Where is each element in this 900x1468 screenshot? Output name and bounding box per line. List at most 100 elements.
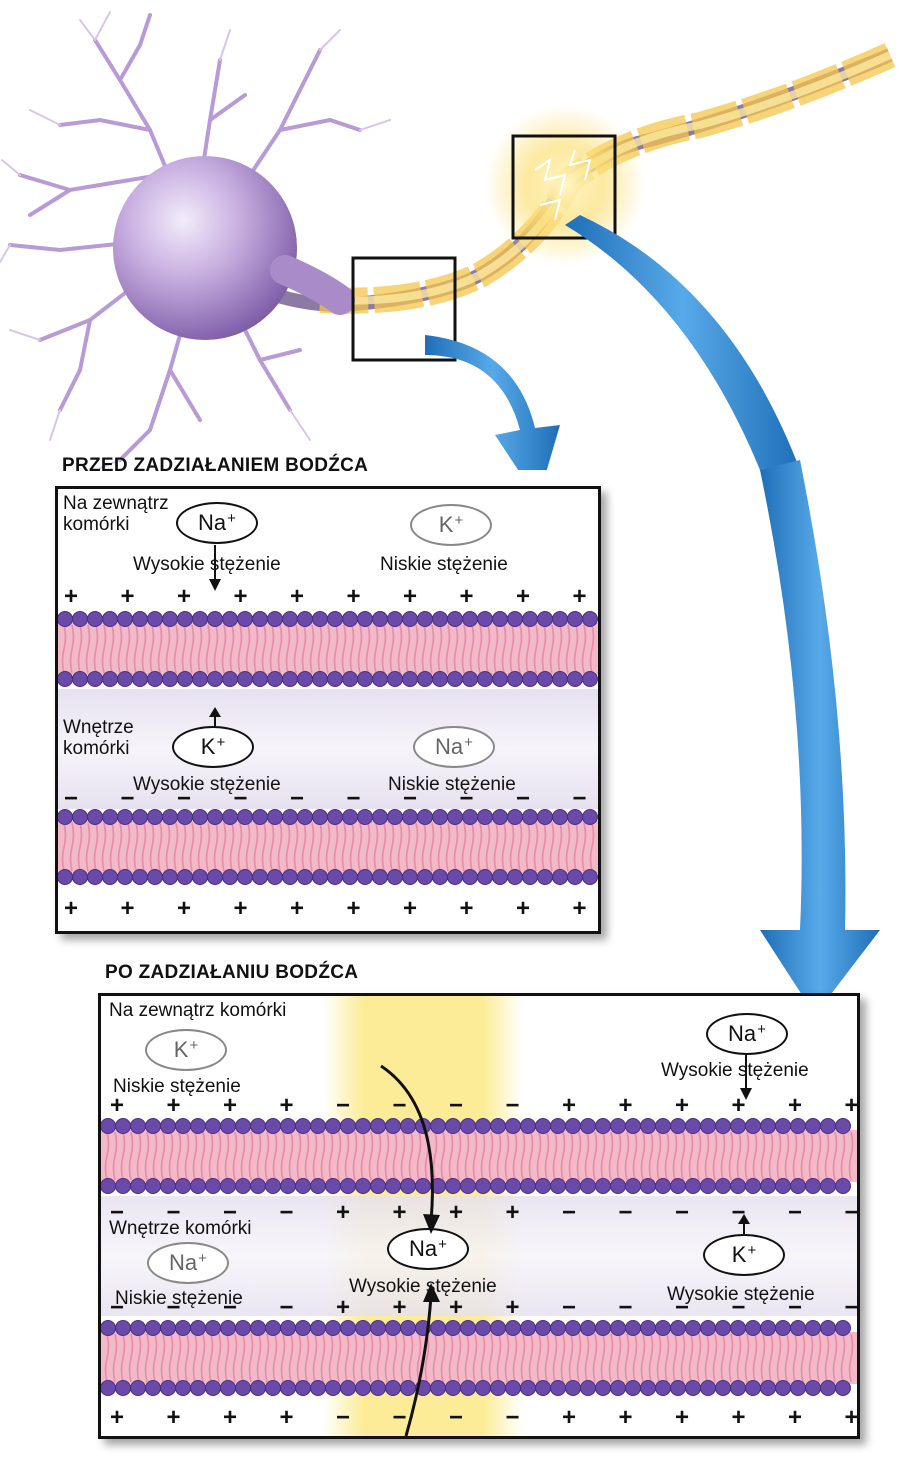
charge-sign: + bbox=[515, 895, 530, 922]
charge-sign: + bbox=[674, 1092, 689, 1119]
charge-sign: − bbox=[120, 785, 135, 812]
charge-sign: − bbox=[674, 1294, 689, 1321]
charge-row: ++++−−−−++++++ bbox=[101, 1406, 857, 1430]
charge-sign: + bbox=[505, 1294, 520, 1321]
charge-sign: + bbox=[731, 1404, 746, 1431]
charge-sign: + bbox=[448, 1199, 463, 1226]
ion-k-inside: K+ bbox=[703, 1234, 785, 1276]
panel-before: Na zewnątrz komórki Na+ Wysokie stężenie… bbox=[55, 486, 601, 934]
charge-sign: + bbox=[392, 1199, 407, 1226]
outside-label: Na zewnątrz komórki bbox=[109, 1000, 287, 1021]
charge-sign: − bbox=[176, 785, 191, 812]
charge-sign: − bbox=[233, 785, 248, 812]
charge-sign: + bbox=[335, 1199, 350, 1226]
charge-sign: + bbox=[618, 1404, 633, 1431]
charge-sign: + bbox=[618, 1092, 633, 1119]
charge-sign: + bbox=[731, 1092, 746, 1119]
ion-na-outside-text: Wysokie stężenie bbox=[133, 554, 281, 575]
ion-k-outside: K+ bbox=[410, 504, 492, 546]
inside-label: Wnętrze komórki bbox=[109, 1218, 252, 1239]
charge-sign: − bbox=[222, 1199, 237, 1226]
charge-sign: + bbox=[176, 895, 191, 922]
ion-flow-arrow-icon bbox=[380, 1064, 440, 1436]
charge-sign: + bbox=[289, 895, 304, 922]
charge-sign: − bbox=[279, 1294, 294, 1321]
charge-sign: − bbox=[335, 1404, 350, 1431]
ion-na-center-text: Wysokie stężenie bbox=[349, 1276, 497, 1297]
charge-sign: + bbox=[844, 1404, 859, 1431]
charge-sign: − bbox=[402, 785, 417, 812]
neuron-illustration bbox=[0, 11, 896, 470]
charge-sign: − bbox=[63, 785, 78, 812]
charge-sign: + bbox=[505, 1199, 520, 1226]
charge-sign: + bbox=[346, 895, 361, 922]
ion-k-outside-text: Niskie stężenie bbox=[380, 554, 508, 575]
charge-sign: − bbox=[392, 1092, 407, 1119]
charge-sign: − bbox=[844, 1294, 859, 1321]
ion-na-inside-text: Niskie stężenie bbox=[115, 1288, 243, 1309]
charge-sign: + bbox=[572, 895, 587, 922]
outside-label: Na zewnątrz komórki bbox=[63, 493, 169, 535]
ion-na-inside: Na+ bbox=[413, 726, 495, 768]
charge-sign: + bbox=[335, 1294, 350, 1321]
charge-sign: + bbox=[279, 1404, 294, 1431]
charge-sign: + bbox=[222, 1092, 237, 1119]
charge-sign: − bbox=[561, 1199, 576, 1226]
charge-sign: − bbox=[731, 1294, 746, 1321]
charge-sign: − bbox=[392, 1404, 407, 1431]
charge-row: ++++−−−−++++++ bbox=[101, 1094, 857, 1118]
charge-sign: + bbox=[787, 1092, 802, 1119]
charge-sign: + bbox=[346, 583, 361, 610]
charge-sign: + bbox=[572, 583, 587, 610]
lipid-bilayer-membrane bbox=[101, 1318, 857, 1398]
ion-na-inside: Na+ bbox=[147, 1242, 229, 1284]
charge-sign: + bbox=[109, 1404, 124, 1431]
charge-sign: + bbox=[120, 583, 135, 610]
charge-sign: − bbox=[166, 1199, 181, 1226]
charge-sign: + bbox=[674, 1404, 689, 1431]
ion-k-inside-text: Wysokie stężenie bbox=[667, 1284, 815, 1305]
charge-sign: − bbox=[515, 785, 530, 812]
charge-sign: − bbox=[787, 1294, 802, 1321]
charge-sign: + bbox=[459, 895, 474, 922]
charge-sign: − bbox=[505, 1404, 520, 1431]
ion-k-inside-text: Wysokie stężenie bbox=[133, 774, 281, 795]
charge-sign: − bbox=[335, 1092, 350, 1119]
ion-k-inside: K+ bbox=[172, 726, 254, 768]
ion-na-outside: Na+ bbox=[706, 1013, 788, 1055]
charge-sign: − bbox=[166, 1294, 181, 1321]
charge-sign: + bbox=[459, 583, 474, 610]
charge-sign: − bbox=[459, 785, 474, 812]
plus-row: ++++++++++ bbox=[58, 897, 598, 921]
down-arrow-icon bbox=[740, 1054, 752, 1100]
charge-sign: − bbox=[787, 1199, 802, 1226]
charge-sign: + bbox=[402, 583, 417, 610]
cell-interior bbox=[58, 689, 598, 809]
charge-sign: + bbox=[787, 1404, 802, 1431]
lipid-bilayer-membrane bbox=[58, 609, 598, 689]
charge-row: −−−−++++−−−−−− bbox=[101, 1201, 857, 1225]
panel-before-title: PRZED ZADZIAŁANIEM BODŹCA bbox=[62, 455, 369, 476]
ion-k-outside-text: Niskie stężenie bbox=[113, 1076, 241, 1097]
ion-na-inside-text: Niskie stężenie bbox=[388, 774, 516, 795]
charge-sign: − bbox=[279, 1199, 294, 1226]
charge-sign: + bbox=[844, 1092, 859, 1119]
charge-sign: + bbox=[222, 1404, 237, 1431]
charge-sign: + bbox=[392, 1294, 407, 1321]
charge-sign: + bbox=[515, 583, 530, 610]
charge-sign: + bbox=[233, 895, 248, 922]
ion-k-outside: K+ bbox=[145, 1029, 227, 1071]
ion-na-outside: Na+ bbox=[176, 502, 258, 544]
charge-sign: + bbox=[279, 1092, 294, 1119]
charge-sign: − bbox=[572, 785, 587, 812]
inside-label: Wnętrze komórki bbox=[63, 717, 134, 759]
charge-sign: − bbox=[618, 1294, 633, 1321]
charge-sign: − bbox=[109, 1294, 124, 1321]
charge-sign: + bbox=[561, 1404, 576, 1431]
lipid-bilayer-membrane bbox=[101, 1116, 857, 1196]
charge-sign: + bbox=[448, 1294, 463, 1321]
ion-na-center: Na+ bbox=[387, 1228, 469, 1270]
charge-sign: − bbox=[109, 1199, 124, 1226]
charge-sign: − bbox=[561, 1294, 576, 1321]
plus-row: ++++++++++ bbox=[58, 585, 598, 609]
